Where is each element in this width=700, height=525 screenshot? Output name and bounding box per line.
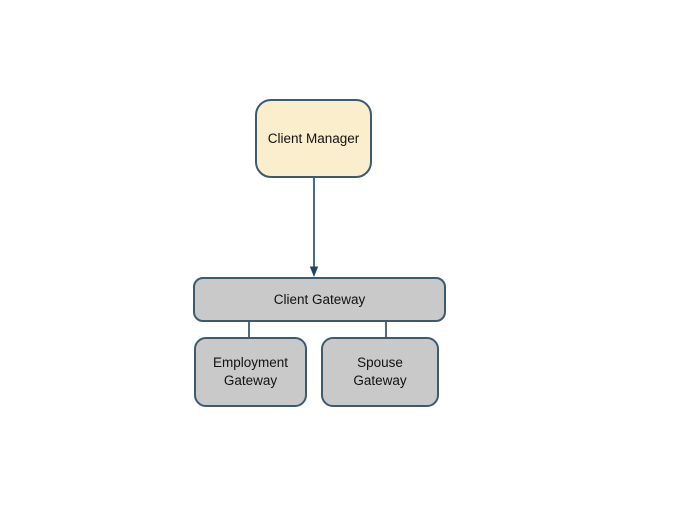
edge-manager-to-gateway-arrowhead-icon [309, 266, 319, 277]
node-employment-gateway-label: Employment Gateway [212, 355, 289, 388]
node-client-gateway: Client Gateway [193, 277, 446, 322]
node-client-manager-label: Client Manager [267, 130, 360, 146]
node-spouse-gateway-label: Spouse Gateway [353, 355, 407, 388]
node-client-manager: Client Manager [255, 99, 372, 178]
node-spouse-gateway: Spouse Gateway [321, 337, 439, 407]
node-client-gateway-label: Client Gateway [273, 291, 366, 307]
node-employment-gateway: Employment Gateway [194, 337, 307, 407]
